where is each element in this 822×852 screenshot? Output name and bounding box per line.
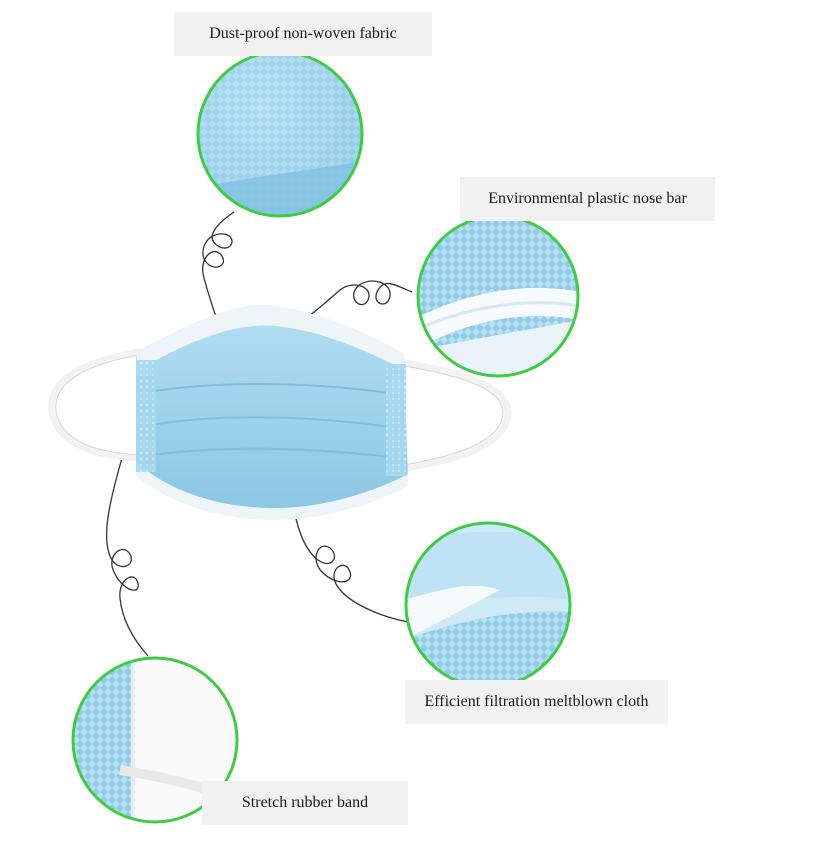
- meltblown-label: Efficient filtration meltblown cloth: [405, 680, 668, 724]
- ear-loops: [48, 348, 512, 472]
- nose-bar-label: Environmental plastic nose bar: [460, 177, 715, 221]
- connector-lines: [106, 211, 413, 657]
- fabric-zoom-circle: [196, 50, 364, 218]
- meltblown-zoom-circle: [404, 521, 572, 689]
- rubber-band-label: Stretch rubber band: [202, 781, 408, 825]
- fabric-label: Dust-proof non-woven fabric: [174, 12, 432, 56]
- nose-bar-zoom-circle: [416, 214, 580, 378]
- mask-body: [136, 305, 408, 520]
